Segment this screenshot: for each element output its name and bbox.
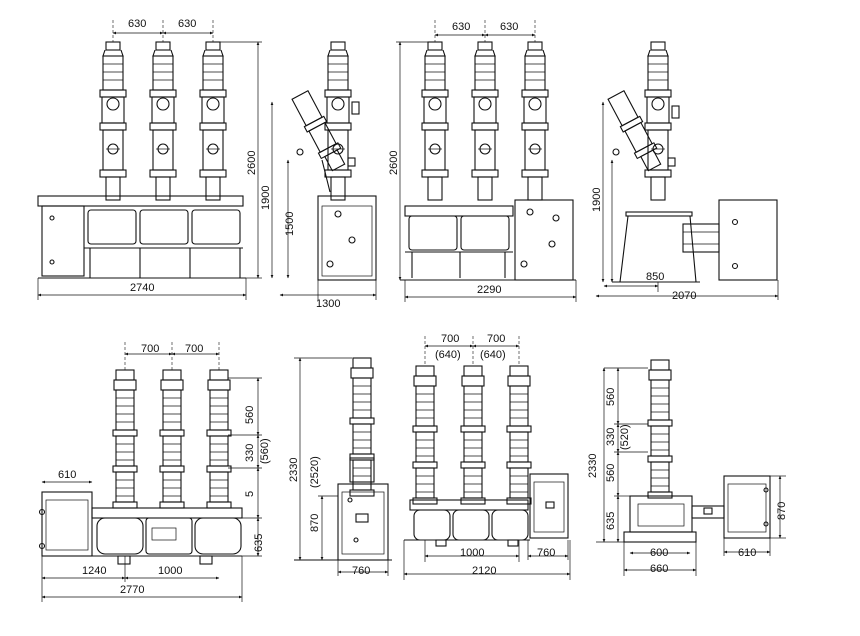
dim-bottom-front-a-w1: 1240 xyxy=(82,565,106,577)
dim-bottom-side-b-v4: 635 xyxy=(605,512,617,530)
dim-top-side-b-offset: 850 xyxy=(646,271,664,283)
dim-top-front-a-height: 2600 xyxy=(246,151,258,175)
dim-bottom-front-a-v3: 5 xyxy=(244,491,256,497)
view-top-side-b: 1900 850 2070 xyxy=(591,41,779,302)
dim-bottom-side-a-height: 2330 xyxy=(288,458,300,482)
dim-top-front-a-spacing-2: 630 xyxy=(178,18,196,30)
dim-bottom-side-b-v3: 560 xyxy=(605,464,617,482)
dim-bottom-front-b-spacing-2: 700 xyxy=(487,333,505,345)
view-top-front-a: 630 630 2600 2740 xyxy=(37,18,262,300)
view-top-side-a: 1300 1900 1500 xyxy=(260,41,377,310)
dim-top-front-a-spacing-1: 630 xyxy=(128,18,146,30)
dim-top-front-b-spacing-1: 630 xyxy=(452,21,470,33)
dim-bottom-front-b-total: 2120 xyxy=(472,565,496,577)
dim-bottom-front-a-spacing-2: 700 xyxy=(185,343,203,355)
dim-bottom-front-a-spacing-1: 700 xyxy=(141,343,159,355)
dim-bottom-front-a-cabinet: 610 xyxy=(58,469,76,481)
dim-top-front-b-height: 2600 xyxy=(388,151,400,175)
dim-bottom-side-b-w3: 610 xyxy=(738,547,756,559)
dim-top-front-b-spacing-2: 630 xyxy=(500,21,518,33)
dim-bottom-front-a-v2-alt: (560) xyxy=(259,438,271,464)
view-bottom-side-b: 2330 560 330 (520) 560 635 870 600 660 6… xyxy=(587,359,788,576)
dim-bottom-side-a-width: 760 xyxy=(352,565,370,577)
dim-bottom-front-a-v2: 330 xyxy=(244,444,256,462)
dim-bottom-front-b-spacing-2-alt: (640) xyxy=(480,349,506,361)
dim-top-side-a-width: 1300 xyxy=(316,298,340,310)
dim-bottom-side-b-w2: 660 xyxy=(650,563,668,575)
dim-bottom-side-b-v5: 870 xyxy=(776,502,788,520)
view-bottom-front-a: 700 700 560 330 (560) 5 635 610 1240 100… xyxy=(38,342,271,602)
dim-top-side-a-height-2: 1500 xyxy=(284,212,296,236)
dim-bottom-front-b-w1: 1000 xyxy=(460,547,484,559)
dim-bottom-side-b-v2: 330 xyxy=(605,428,617,446)
dim-bottom-front-a-total: 2770 xyxy=(120,584,144,596)
dim-top-front-a-width: 2740 xyxy=(130,282,154,294)
dim-bottom-front-b-spacing-1-alt: (640) xyxy=(435,349,461,361)
dim-bottom-front-a-v1: 560 xyxy=(244,406,256,424)
dim-bottom-side-b-w1: 600 xyxy=(650,547,668,559)
dim-bottom-front-a-w2: 1000 xyxy=(158,565,182,577)
dim-bottom-front-b-cabinet: 760 xyxy=(537,547,555,559)
dim-bottom-side-a-height-alt: (2520) xyxy=(309,456,321,488)
dim-top-side-b-width: 2070 xyxy=(672,290,696,302)
dim-bottom-front-b-spacing-1: 700 xyxy=(441,333,459,345)
dim-top-front-b-width: 2290 xyxy=(477,284,501,296)
dim-bottom-front-a-v4: 635 xyxy=(253,534,265,552)
dim-bottom-side-b-v1: 560 xyxy=(605,388,617,406)
dim-top-side-b-height: 1900 xyxy=(591,188,603,212)
dim-bottom-side-b-v2-alt: (520) xyxy=(619,424,631,450)
view-top-front-b: 630 630 2600 2290 xyxy=(388,20,577,302)
view-bottom-side-a: 2330 (2520) 870 760 xyxy=(288,357,392,577)
view-bottom-front-b: 700 700 (640) (640) 1000 760 2120 xyxy=(403,333,571,580)
dim-top-side-a-height-1: 1900 xyxy=(260,186,272,210)
dim-bottom-side-a-v: 870 xyxy=(309,514,321,532)
dim-bottom-side-b-height: 2330 xyxy=(587,454,599,478)
